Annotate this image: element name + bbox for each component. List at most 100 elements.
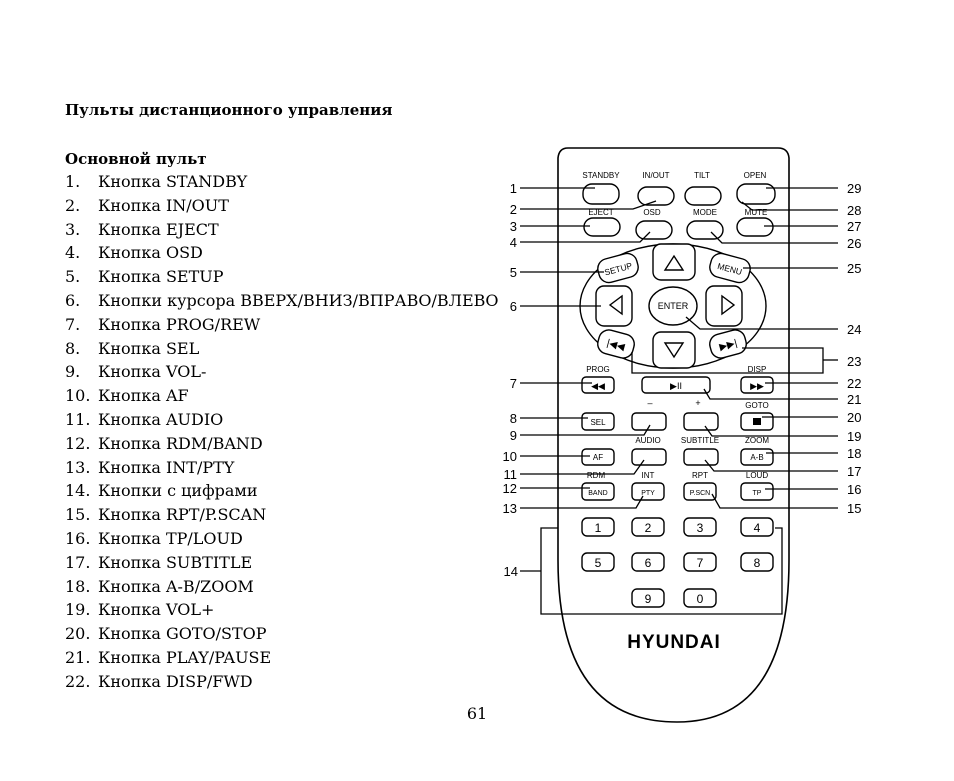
list-item-text: Кнопка GOTO/STOP bbox=[98, 624, 267, 644]
list-item-number: 13. bbox=[65, 457, 91, 477]
af-button[interactable] bbox=[581, 448, 615, 466]
pty-button[interactable] bbox=[631, 482, 665, 501]
prog-label: PROG bbox=[586, 365, 610, 374]
callout-28: 28 bbox=[847, 203, 861, 218]
callout-26: 26 bbox=[847, 236, 861, 251]
tp-button[interactable] bbox=[740, 482, 774, 501]
callout-22: 22 bbox=[847, 376, 861, 391]
vol-plus-button[interactable] bbox=[683, 412, 719, 431]
stop-icon bbox=[753, 418, 761, 425]
standby-button[interactable] bbox=[582, 183, 620, 205]
up-arrow-icon bbox=[663, 254, 685, 271]
loud-label: LOUD bbox=[746, 471, 768, 480]
osd-button[interactable] bbox=[635, 220, 673, 240]
callout-23: 23 bbox=[847, 354, 861, 369]
band-button[interactable] bbox=[581, 482, 615, 501]
open-button[interactable] bbox=[736, 183, 776, 205]
digit-button-4[interactable] bbox=[740, 517, 774, 537]
callout-25: 25 bbox=[847, 261, 861, 276]
rpt-label: RPT bbox=[692, 471, 708, 480]
digit-button-2[interactable] bbox=[631, 517, 665, 537]
list-item: 12.Кнопка RDM/BAND bbox=[65, 432, 499, 456]
rew-button[interactable] bbox=[581, 376, 615, 394]
eject-button[interactable] bbox=[583, 217, 621, 237]
callout-6: 6 bbox=[510, 299, 517, 314]
list-item: 4.Кнопка OSD bbox=[65, 241, 499, 265]
menu-button[interactable] bbox=[708, 251, 753, 285]
right-arrow-icon bbox=[721, 294, 736, 316]
digit-button-3[interactable] bbox=[683, 517, 717, 537]
digit-button-8[interactable] bbox=[740, 552, 774, 572]
callout-leaders bbox=[520, 187, 838, 615]
left-arrow-icon bbox=[608, 294, 623, 316]
list-item-number: 15. bbox=[65, 505, 91, 525]
digit-button-0[interactable] bbox=[683, 588, 717, 608]
list-item: 9.Кнопка VOL- bbox=[65, 360, 499, 384]
eject-label: EJECT bbox=[588, 208, 613, 217]
vol-minus-button[interactable] bbox=[631, 412, 667, 431]
mode-button[interactable] bbox=[686, 220, 724, 240]
list-item-number: 21. bbox=[65, 647, 91, 667]
list-item-number: 3. bbox=[65, 219, 81, 239]
digit-button-9[interactable] bbox=[631, 588, 665, 608]
list-item-number: 7. bbox=[65, 314, 81, 334]
int-label: INT bbox=[642, 471, 655, 480]
tilt-button[interactable] bbox=[684, 186, 722, 206]
digit-button-5[interactable] bbox=[581, 552, 615, 572]
enter-button[interactable] bbox=[648, 286, 698, 326]
list-item-number: 6. bbox=[65, 290, 81, 310]
fwd-button[interactable] bbox=[740, 376, 774, 394]
list-item-number: 16. bbox=[65, 528, 91, 548]
next-button[interactable] bbox=[708, 328, 749, 360]
digit-label-1: 1 bbox=[595, 521, 602, 535]
disp-label: DISP bbox=[748, 365, 767, 374]
pscn-button[interactable] bbox=[683, 482, 717, 501]
list-item-number: 2. bbox=[65, 195, 81, 215]
inout-button[interactable] bbox=[637, 186, 675, 206]
ab-button[interactable] bbox=[740, 448, 774, 466]
list-item-text: Кнопки курсора ВВЕРХ/ВНИЗ/ВПРАВО/ВЛЕВО bbox=[98, 290, 499, 310]
subtitle-button[interactable] bbox=[683, 448, 719, 466]
pty-label: PTY bbox=[641, 490, 655, 497]
callout-18: 18 bbox=[847, 446, 861, 461]
sel-button[interactable] bbox=[581, 412, 615, 431]
audio-label: AUDIO bbox=[635, 436, 660, 445]
play-pause-button[interactable] bbox=[641, 376, 711, 394]
standby-label: STANDBY bbox=[582, 171, 620, 180]
prev-button[interactable] bbox=[596, 328, 637, 360]
cursor-down-button[interactable] bbox=[652, 331, 696, 369]
callout-11: 11 bbox=[504, 467, 518, 482]
digit-button-7[interactable] bbox=[683, 552, 717, 572]
list-item-number: 4. bbox=[65, 243, 81, 263]
af-label: AF bbox=[593, 453, 603, 462]
cursor-up-button[interactable] bbox=[652, 243, 696, 281]
prev-icon: |◀◀ bbox=[606, 338, 627, 353]
callout-9: 9 bbox=[510, 428, 517, 443]
list-item: 22.Кнопка DISP/FWD bbox=[65, 670, 499, 694]
list-item-number: 1. bbox=[65, 172, 81, 191]
callout-8: 8 bbox=[510, 411, 517, 426]
audio-button[interactable] bbox=[631, 448, 667, 466]
digit-label-8: 8 bbox=[754, 556, 761, 570]
digit-button-6[interactable] bbox=[631, 552, 665, 572]
callout-17: 17 bbox=[847, 464, 861, 479]
list-item-text: Кнопка VOL- bbox=[98, 362, 207, 382]
brand-logo: HYUNDAI bbox=[627, 632, 721, 653]
digit-button-1[interactable] bbox=[581, 517, 615, 537]
list-item-text: Кнопка SUBTITLE bbox=[98, 552, 253, 572]
list-item-text: Кнопка VOL+ bbox=[98, 600, 215, 620]
cursor-left-button[interactable] bbox=[595, 285, 633, 327]
list-item: 7.Кнопка PROG/REW bbox=[65, 313, 499, 337]
mute-button[interactable] bbox=[736, 217, 774, 237]
list-item-text: Кнопка SEL bbox=[98, 338, 200, 358]
list-item: 2.Кнопка IN/OUT bbox=[65, 194, 499, 218]
cursor-right-button[interactable] bbox=[705, 285, 743, 327]
callout-4: 4 bbox=[510, 235, 517, 250]
zoom-label: ZOOM bbox=[745, 436, 769, 445]
list-item-number: 14. bbox=[65, 481, 91, 501]
band-label: BAND bbox=[588, 490, 607, 497]
callout-16: 16 bbox=[847, 482, 861, 497]
setup-button[interactable] bbox=[596, 251, 641, 285]
list-item-number: 11. bbox=[65, 409, 91, 429]
